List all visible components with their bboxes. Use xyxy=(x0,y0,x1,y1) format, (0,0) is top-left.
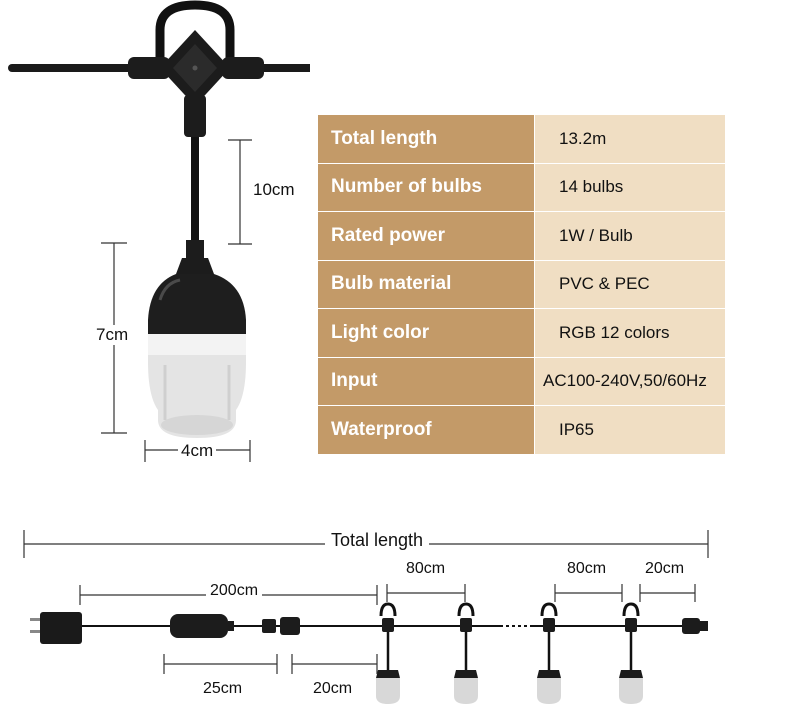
spec-value: PVC & PEC xyxy=(534,259,726,309)
spec-value: IP65 xyxy=(534,405,726,455)
spec-row: Rated power 1W / Bulb xyxy=(317,211,726,261)
adapter-cable-label: 25cm xyxy=(203,680,243,697)
spec-row: Waterproof IP65 xyxy=(317,405,726,455)
bulb-pendant xyxy=(619,602,643,704)
controller-cable-label: 20cm xyxy=(313,680,353,697)
bulb-illustration xyxy=(8,0,310,462)
spacing-label-2: 80cm xyxy=(567,560,607,577)
spec-row: Light color RGB 12 colors xyxy=(317,308,726,358)
total-length-label: Total length xyxy=(325,530,430,551)
spec-label: Total length xyxy=(317,114,535,164)
spec-row: Number of bulbs 14 bulbs xyxy=(317,162,726,212)
spec-label: Bulb material xyxy=(317,259,535,309)
spec-row: Total length 13.2m xyxy=(317,114,726,164)
bulb-width-label: 4cm xyxy=(178,441,217,461)
spec-label: Input xyxy=(317,356,535,406)
lead-length-label: 200cm xyxy=(206,582,263,600)
spec-value: AC100-240V,50/60Hz xyxy=(534,356,726,406)
bulb-height-label: 7cm xyxy=(94,325,131,345)
spacing-label-1: 80cm xyxy=(406,560,446,577)
spec-value: 14 bulbs xyxy=(534,162,726,212)
bulb-pendant xyxy=(376,602,400,704)
spec-value: 13.2m xyxy=(534,114,726,164)
spec-row: Input AC100-240V,50/60Hz xyxy=(317,356,726,406)
spec-label: Rated power xyxy=(317,211,535,261)
drop-length-label: 10cm xyxy=(251,180,297,200)
end-length-label: 20cm xyxy=(645,560,685,577)
bulb-pendant xyxy=(454,602,478,704)
spec-label: Number of bulbs xyxy=(317,162,535,212)
spec-label: Waterproof xyxy=(317,405,535,455)
spec-value: RGB 12 colors xyxy=(534,308,726,358)
spec-label: Light color xyxy=(317,308,535,358)
spec-row: Bulb material PVC & PEC xyxy=(317,259,726,309)
bulb-pendant xyxy=(537,602,561,704)
spec-value: 1W / Bulb xyxy=(534,211,726,261)
spec-table: Total length 13.2m Number of bulbs 14 bu… xyxy=(317,114,726,455)
